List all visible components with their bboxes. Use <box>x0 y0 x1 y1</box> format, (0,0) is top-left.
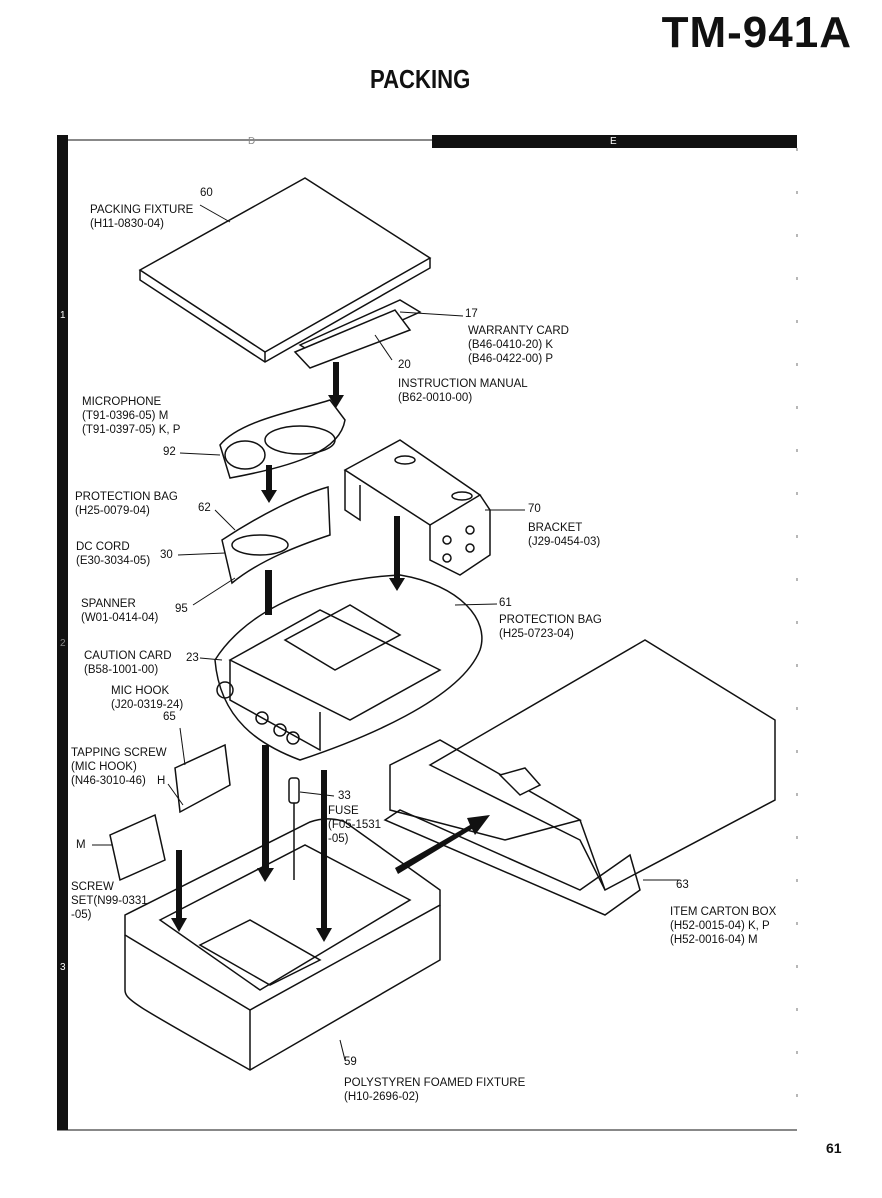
assembly-arrows <box>171 362 490 942</box>
bracket-drawing <box>343 439 491 576</box>
zone-marker-1: 1 <box>60 310 66 321</box>
label-packing-fixture: PACKING FIXTURE(H11-0830-04) <box>90 204 194 230</box>
zone-marker-d: D <box>248 136 256 147</box>
label-fuse: FUSE(F05-1531-05) <box>328 805 382 845</box>
page-number: 61 <box>826 1140 842 1156</box>
transceiver-drawing <box>214 574 483 761</box>
ref-33: 33 <box>338 790 351 802</box>
screw-set-drawing <box>109 813 166 882</box>
label-protection-bag-small: PROTECTION BAG(H25-0079-04) <box>75 491 178 517</box>
frame-top-bar <box>432 135 797 148</box>
ref-h: H <box>157 775 166 787</box>
ref-95: 95 <box>175 603 188 615</box>
fuse-drawing <box>288 777 300 804</box>
packing-fixture-drawing <box>138 177 432 363</box>
ref-63: 63 <box>676 879 689 891</box>
label-bracket: BRACKET(J29-0454-03) <box>528 522 601 548</box>
label-dc-cord: DC CORD(E30-3034-05) <box>76 541 151 567</box>
ref-20: 20 <box>398 359 411 371</box>
frame-left-bar <box>57 135 68 1130</box>
ref-92: 92 <box>163 446 176 458</box>
zone-marker-3: 3 <box>60 962 66 973</box>
label-mic-hook: MIC HOOK(J20-0319-24) <box>111 685 184 711</box>
instruction-manual-drawing <box>293 309 412 369</box>
model-number: TM-941A <box>661 8 852 57</box>
protection-bag-small-drawing <box>221 486 331 585</box>
ref-30: 30 <box>160 549 173 561</box>
ref-23: 23 <box>186 652 199 664</box>
ref-65: 65 <box>163 711 176 723</box>
ref-59: 59 <box>344 1056 357 1068</box>
ref-70: 70 <box>528 503 541 515</box>
ref-62: 62 <box>198 502 211 514</box>
zone-marker-e: E <box>610 136 617 147</box>
zone-marker-2: 2 <box>60 638 66 649</box>
label-protection-bag-large: PROTECTION BAG(H25-0723-04) <box>499 614 602 640</box>
ref-17: 17 <box>465 308 478 320</box>
label-tapping-screw: TAPPING SCREW(MIC HOOK)(N46-3010-46) <box>71 747 167 787</box>
label-caution-card: CAUTION CARD(B58-1001-00) <box>84 650 172 676</box>
page-title: PACKING <box>370 64 471 94</box>
label-item-carton-box: ITEM CARTON BOX(H52-0015-04) K, P(H52-00… <box>670 906 777 946</box>
leader-lines <box>92 204 680 1061</box>
label-instruction-manual: INSTRUCTION MANUAL(B62-0010-00) <box>398 378 528 404</box>
ref-m: M <box>76 839 86 851</box>
microphone-drawing <box>219 399 346 479</box>
label-warranty-card: WARRANTY CARD(B46-0410-20) K(B46-0422-00… <box>468 325 569 365</box>
label-spanner: SPANNER(W01-0414-04) <box>81 598 159 624</box>
foam-fixture-drawing <box>124 818 441 1071</box>
label-foamed-fixture: POLYSTYREN FOAMED FIXTURE(H10-2696-02) <box>344 1077 526 1103</box>
label-microphone: MICROPHONE(T91-0396-05) M(T91-0397-05) K… <box>82 396 181 436</box>
ref-60: 60 <box>200 187 213 199</box>
carton-box-drawing <box>383 639 776 916</box>
ref-61: 61 <box>499 597 512 609</box>
mic-hook-drawing <box>174 743 231 814</box>
